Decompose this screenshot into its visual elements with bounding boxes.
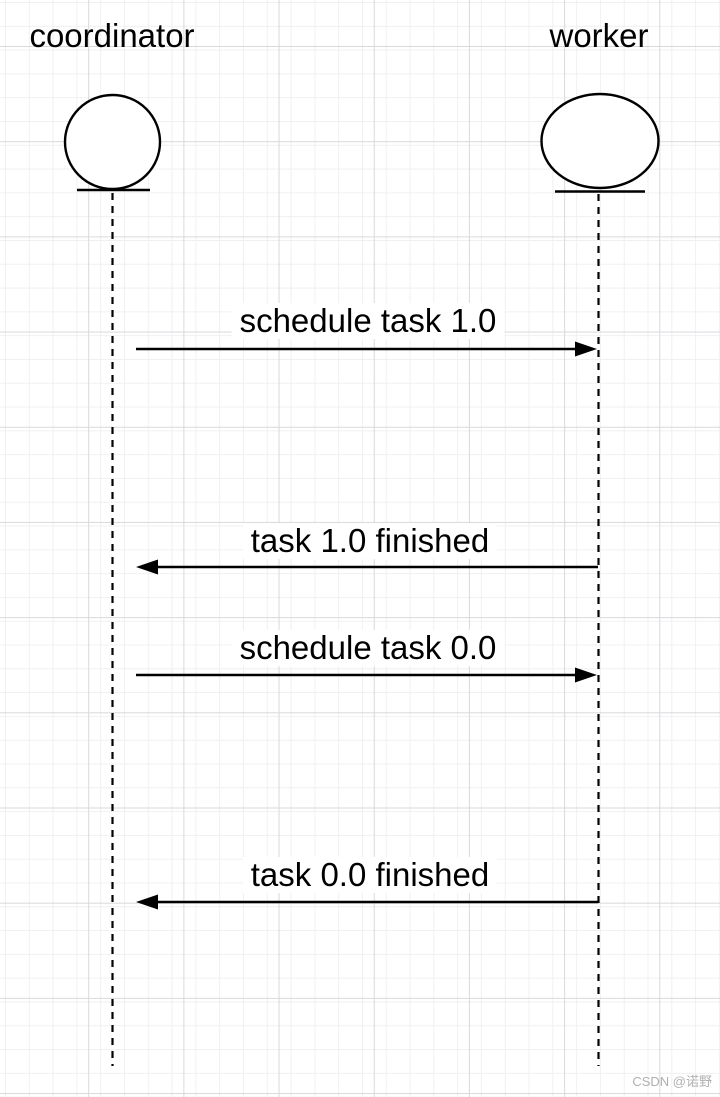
message-label-schedule-task-0: schedule task 0.0	[231, 630, 505, 666]
message-label-task-1-finished: task 1.0 finished	[242, 523, 498, 559]
arrowhead-right-icon	[575, 667, 597, 683]
arrowhead-right-icon	[575, 341, 597, 357]
message-label-schedule-task-1: schedule task 1.0	[231, 303, 505, 339]
message-arrow-schedule-task-1	[136, 341, 597, 357]
arrowhead-left-icon	[136, 559, 158, 575]
actor-worker	[540, 92, 660, 1066]
message-arrow-task-1-finished	[136, 559, 598, 575]
coordinator-ellipse	[63, 93, 162, 191]
actor-label-coordinator: coordinator	[29, 17, 195, 54]
arrowhead-left-icon	[136, 894, 158, 910]
message-arrow-task-0-finished	[136, 894, 598, 910]
worker-ellipse	[540, 92, 660, 190]
actor-coordinator	[63, 93, 162, 1066]
csdn-watermark: CSDN @诺野	[632, 1074, 712, 1089]
message-label-task-0-finished: task 0.0 finished	[242, 857, 498, 893]
message-arrow-schedule-task-0	[136, 667, 597, 683]
actor-label-worker: worker	[549, 17, 649, 54]
